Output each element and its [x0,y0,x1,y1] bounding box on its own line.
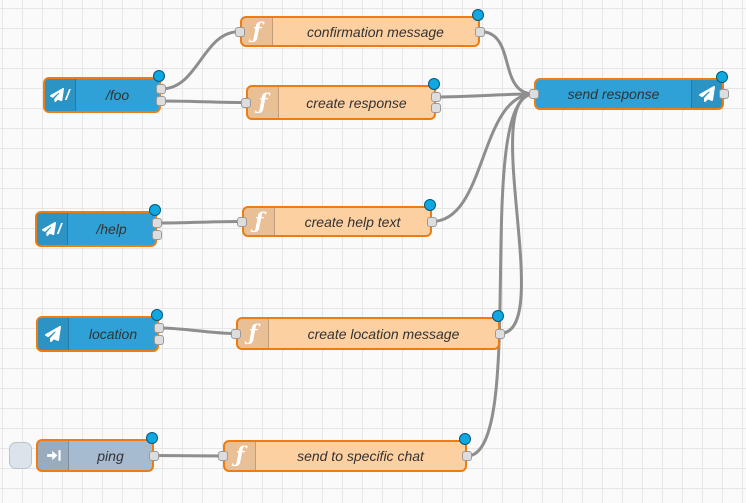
output-port-foo-command-2[interactable] [156,96,166,106]
changed-badge [151,309,163,321]
output-port-location-event-2[interactable] [154,335,164,345]
wire-confirmation-message:out-to-send-response:in[interactable] [478,30,536,96]
wire-send-to-specific-chat:out-to-send-response:in[interactable] [465,92,536,458]
node-label: create help text [304,213,401,230]
function-icon: ƒ [238,319,269,348]
node-label: location [88,326,138,342]
inject-arrow-icon [38,441,69,470]
output-port-send-to-specific-chat-1[interactable] [462,451,472,461]
output-port-ping-1[interactable] [149,450,159,461]
output-port-confirmation-message-1[interactable] [475,26,485,37]
changed-badge [424,199,436,211]
input-port-create-help-text[interactable] [237,216,247,227]
node-label: /help [96,221,127,237]
changed-badge [149,204,161,216]
output-port-foo-command-1[interactable] [156,84,166,94]
input-port-send-to-specific-chat[interactable] [218,451,228,461]
output-port-create-help-text-1[interactable] [427,216,437,227]
node-help-command[interactable]: / /help [35,204,162,247]
function-icon: ƒ [248,87,279,118]
function-icon: ƒ [225,442,256,470]
changed-badge [153,70,165,82]
changed-badge [146,432,158,444]
node-label: send to specific chat [297,448,424,464]
node-foo-command[interactable]: / /foo [43,70,166,113]
changed-badge [472,9,484,21]
wire-foo-command:out1-to-confirmation-message:in[interactable] [159,30,242,91]
wire-create-location-message:out-to-send-response:in[interactable] [498,92,536,335]
changed-badge [428,78,440,90]
node-create-help-text[interactable]: ƒ create help text [237,199,437,237]
wire-location-event:out1-to-create-location-message:in[interactable] [157,326,238,335]
paper-plane-slash-icon: / [37,213,68,245]
paper-plane-icon [38,318,69,350]
output-port-help-command-1[interactable] [152,218,162,228]
input-port-create-response[interactable] [241,97,251,108]
wire-create-help-text:out-to-send-response:in[interactable] [430,92,536,223]
node-label: /foo [105,87,130,103]
wire-ping:out-to-send-to-specific-chat:in[interactable] [152,454,225,458]
node-label: send response [567,86,660,102]
node-ping[interactable]: ping [9,432,159,472]
node-send-to-specific-chat[interactable]: ƒ send to specific chat [218,433,472,472]
node-confirmation-message[interactable]: ƒ confirmation message [235,9,485,47]
output-port-location-event-1[interactable] [154,323,164,333]
output-port-help-command-2[interactable] [152,230,162,240]
node-create-location-message[interactable]: ƒ create location message [231,310,505,350]
inject-button-ping[interactable] [9,442,32,469]
node-send-response[interactable]: send response [529,71,729,110]
output-port-send-response-1[interactable] [719,89,729,99]
paper-plane-icon [691,80,722,108]
node-label: create location message [307,325,460,342]
function-icon: ƒ [244,208,275,235]
output-port-create-response-1[interactable] [431,91,441,102]
node-create-response[interactable]: ƒ create response [241,78,441,120]
changed-badge [716,71,728,83]
input-port-send-response[interactable] [529,89,539,99]
changed-badge [459,433,471,445]
output-port-create-location-message-1[interactable] [495,328,505,339]
wire-foo-command:out2-to-create-response:in[interactable] [159,99,248,104]
output-port-create-response-2[interactable] [431,103,441,114]
input-port-create-location-message[interactable] [231,328,241,339]
wire-create-response:out1-to-send-response:in[interactable] [434,92,536,99]
changed-badge [492,310,504,322]
input-port-confirmation-message[interactable] [235,26,245,37]
node-label: ping [97,447,124,464]
node-label: confirmation message [307,23,444,40]
function-icon: ƒ [242,18,273,45]
node-location-event[interactable]: location [36,309,164,352]
paper-plane-slash-icon: / [45,79,76,111]
node-label: create response [306,94,407,111]
wire-help-command:out1-to-create-help-text:in[interactable] [155,220,244,225]
